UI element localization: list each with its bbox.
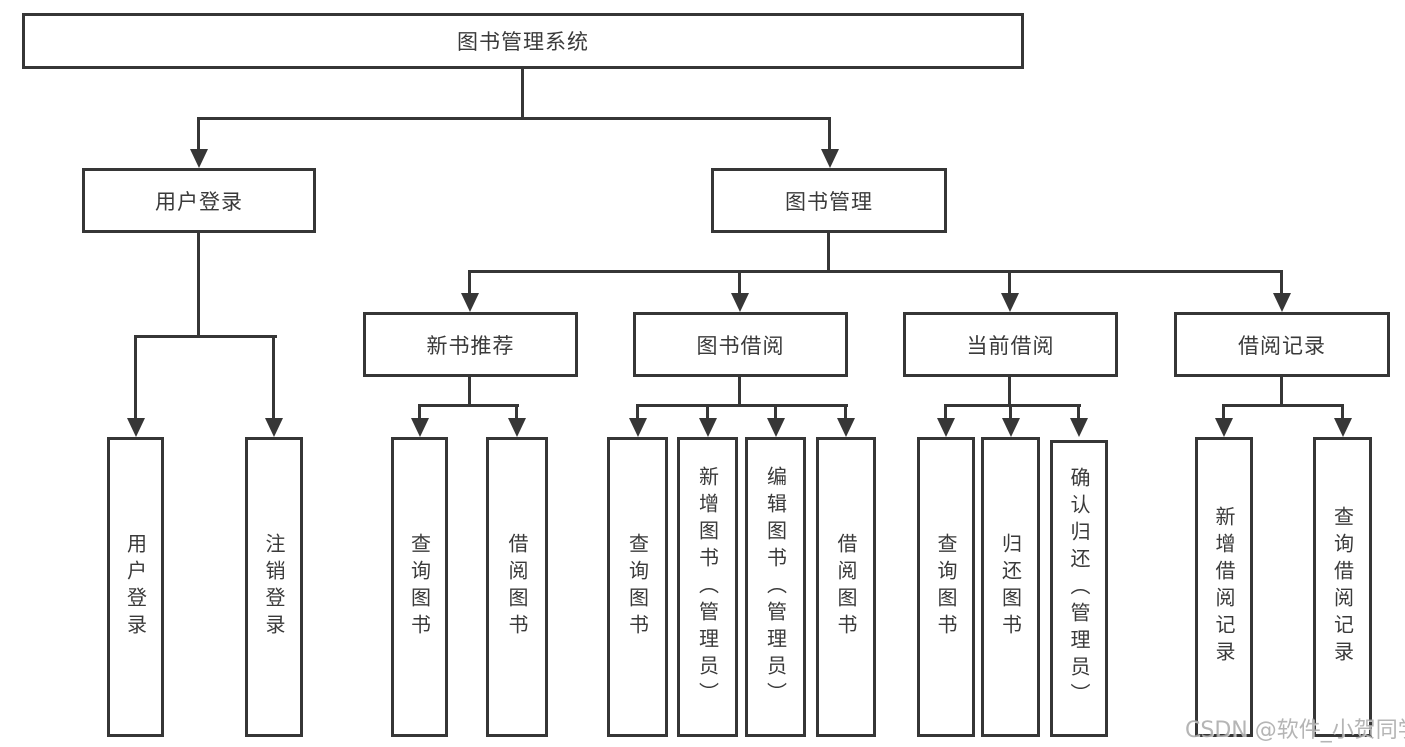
connector-user-login-stem (197, 117, 200, 151)
arrow-cb-query (937, 418, 955, 437)
node-current-borrow: 当前借阅 (903, 312, 1118, 377)
leaf-user-login-label: 用户登录 (123, 533, 148, 641)
leaf-rec-query: 查询借阅记录 (1313, 437, 1372, 737)
connector-records-rail (1222, 404, 1344, 407)
leaf-rec-add: 新增借阅记录 (1195, 437, 1253, 737)
connector-current-down (1008, 377, 1011, 406)
connector-user-leaf2-stem (272, 335, 275, 420)
connector-user-branch-rail (134, 335, 277, 338)
arrow-bb-query (629, 418, 647, 437)
leaf-cb-query-books-label: 查询图书 (934, 533, 958, 641)
leaf-nb-query-books-label: 查询图书 (407, 533, 432, 641)
connector-borrow-rail (636, 404, 848, 407)
connector-book-mgmt-stem (828, 117, 831, 151)
arrow-rec-query (1334, 418, 1352, 437)
node-root-label: 图书管理系统 (457, 30, 589, 54)
connector-borrow-down (738, 377, 741, 406)
leaf-nb-borrow-books-label: 借阅图书 (505, 533, 529, 641)
node-root: 图书管理系统 (22, 13, 1024, 69)
node-book-mgmt: 图书管理 (711, 168, 947, 233)
csdn-watermark: CSDN @软件_小贺同学 (1185, 718, 1405, 743)
leaf-bb-edit-books: 编辑图书（管理员） (745, 437, 806, 737)
stem-cb-leaf3 (1077, 404, 1080, 420)
connector-user-leaf1-stem (134, 335, 137, 420)
leaf-bb-add-books: 新增图书（管理员） (677, 437, 738, 737)
node-book-borrow: 图书借阅 (633, 312, 848, 377)
arrow-bb-add (699, 418, 717, 437)
node-book-borrow-label: 图书借阅 (696, 333, 785, 358)
connector-records-down (1280, 377, 1283, 406)
node-current-borrow-label: 当前借阅 (966, 333, 1055, 358)
connector-current-rail (944, 404, 1081, 407)
node-borrow-records: 借阅记录 (1174, 312, 1390, 377)
leaf-logout: 注销登录 (245, 437, 303, 737)
arrow-rec-add (1215, 418, 1233, 437)
stem-nb-leaf2 (515, 404, 518, 420)
arrow-nb-query (411, 418, 429, 437)
leaf-nb-query-books: 查询图书 (391, 437, 448, 737)
connector-new-books-rail (418, 404, 519, 407)
arrow-cb-return (1002, 418, 1020, 437)
arrow-to-new-books (461, 293, 479, 312)
node-new-books: 新书推荐 (363, 312, 578, 377)
stem-nb-leaf1 (418, 404, 421, 420)
arrow-to-book-borrow (731, 293, 749, 312)
connector-borrow-stem (738, 270, 741, 296)
node-user-login: 用户登录 (82, 168, 316, 233)
arrow-nb-borrow (508, 418, 526, 437)
arrow-to-borrow-records (1273, 293, 1291, 312)
leaf-bb-edit-books-label: 编辑图书（管理员） (763, 465, 788, 709)
leaf-logout-label: 注销登录 (262, 533, 286, 641)
leaf-bb-query-books: 查询图书 (607, 437, 668, 737)
leaf-bb-borrow-books-label: 借阅图书 (834, 533, 858, 641)
arrow-to-user-login (190, 149, 208, 168)
arrow-to-book-mgmt (821, 149, 839, 168)
arrow-to-logout-leaf (265, 418, 283, 437)
connector-current-stem (1008, 270, 1011, 296)
arrow-to-current-borrow (1001, 293, 1019, 312)
stem-bb-leaf2 (706, 404, 709, 420)
leaf-bb-query-books-label: 查询图书 (625, 533, 650, 641)
stem-cb-leaf2 (1009, 404, 1012, 420)
stem-rec-leaf1 (1222, 404, 1225, 420)
leaf-cb-return-books-label: 归还图书 (998, 533, 1023, 641)
leaf-cb-confirm-return: 确认归还（管理员） (1050, 440, 1108, 737)
leaf-cb-return-books: 归还图书 (981, 437, 1040, 737)
leaf-bb-borrow-books: 借阅图书 (816, 437, 876, 737)
connector-new-books-down (468, 377, 471, 406)
stem-bb-leaf1 (636, 404, 639, 420)
leaf-cb-confirm-return-label: 确认归还（管理员） (1067, 467, 1091, 710)
leaf-nb-borrow-books: 借阅图书 (486, 437, 548, 737)
leaf-rec-query-label: 查询借阅记录 (1330, 506, 1355, 668)
stem-bb-leaf3 (774, 404, 777, 420)
arrow-bb-borrow (837, 418, 855, 437)
arrow-to-user-login-leaf (127, 418, 145, 437)
arrow-bb-edit (767, 418, 785, 437)
leaf-user-login: 用户登录 (107, 437, 164, 737)
leaf-rec-add-label: 新增借阅记录 (1212, 506, 1236, 668)
stem-rec-leaf2 (1341, 404, 1344, 420)
node-book-mgmt-label: 图书管理 (785, 189, 873, 214)
node-new-books-label: 新书推荐 (426, 333, 515, 358)
connector-mgmt-stem (827, 233, 830, 273)
arrow-cb-confirm (1070, 418, 1088, 437)
connector-records-stem (1280, 270, 1283, 296)
stem-bb-leaf4 (844, 404, 847, 420)
connector-new-books-stem (468, 270, 471, 296)
connector-user-branch-stem (197, 233, 200, 337)
connector-level2-rail (197, 117, 831, 120)
node-user-login-label: 用户登录 (155, 189, 243, 214)
stem-cb-leaf1 (944, 404, 947, 420)
node-borrow-records-label: 借阅记录 (1238, 333, 1326, 358)
connector-root-stem (521, 68, 524, 119)
leaf-bb-add-books-label: 新增图书（管理员） (695, 465, 720, 709)
leaf-cb-query-books: 查询图书 (917, 437, 975, 737)
connector-level3-rail (468, 270, 1283, 273)
